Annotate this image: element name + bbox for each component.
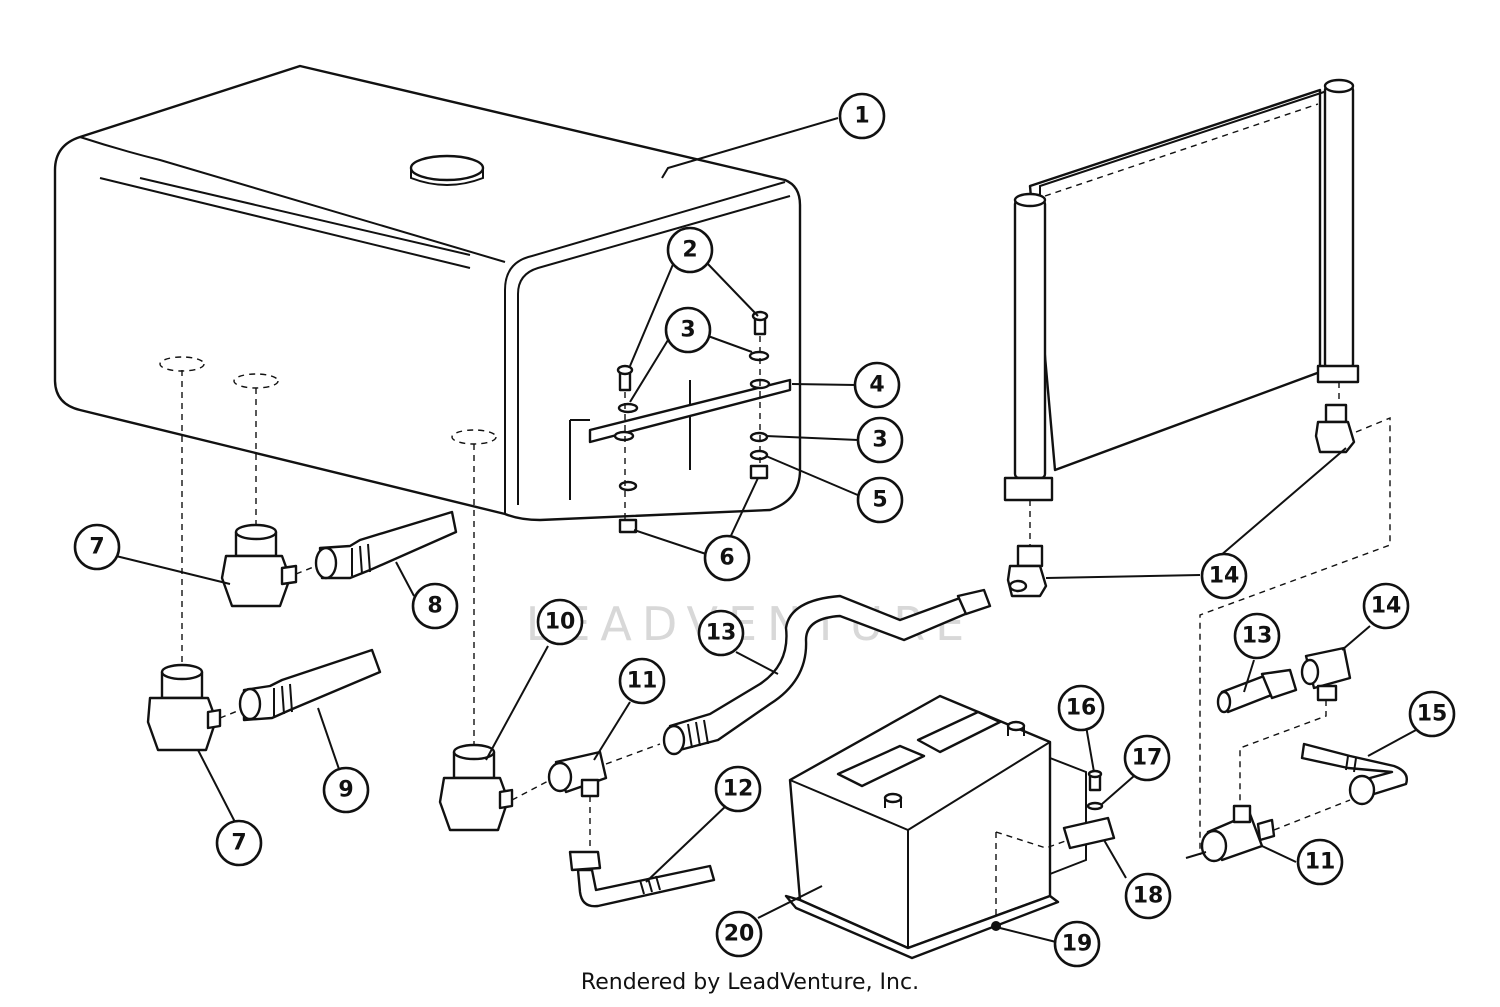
svg-text:1: 1 bbox=[854, 104, 869, 129]
callout-14-upper: 14 bbox=[1200, 552, 1248, 600]
callout-13-right: 13 bbox=[1233, 612, 1281, 660]
callout-20: 20 bbox=[715, 910, 763, 958]
svg-text:9: 9 bbox=[338, 778, 353, 803]
callout-17: 17 bbox=[1123, 734, 1171, 782]
svg-text:12: 12 bbox=[723, 777, 754, 802]
svg-text:3: 3 bbox=[680, 318, 695, 343]
svg-text:2: 2 bbox=[682, 238, 697, 263]
hose-9 bbox=[219, 648, 382, 722]
svg-text:5: 5 bbox=[872, 488, 887, 513]
elbow-fitting-right bbox=[1314, 403, 1356, 454]
elbow-fitting-14-lower bbox=[1239, 646, 1352, 808]
battery bbox=[784, 694, 1097, 960]
elbow-fitting-left bbox=[1006, 544, 1048, 598]
callout-4: 4 bbox=[853, 361, 901, 409]
callout-3-lower: 3 bbox=[856, 416, 904, 464]
callout-16: 16 bbox=[1057, 684, 1105, 732]
callout-18: 18 bbox=[1124, 872, 1172, 920]
fitting-10 bbox=[438, 444, 514, 832]
svg-text:11: 11 bbox=[627, 669, 658, 694]
hose-8 bbox=[295, 510, 458, 580]
callout-1: 1 bbox=[838, 92, 886, 140]
callout-2: 2 bbox=[666, 226, 714, 274]
fitting-7-upper bbox=[220, 388, 298, 608]
svg-text:14: 14 bbox=[1209, 564, 1240, 589]
svg-text:7: 7 bbox=[89, 535, 104, 560]
fuel-tank bbox=[53, 64, 802, 522]
pipe-12 bbox=[568, 850, 716, 908]
radiator bbox=[1003, 78, 1360, 545]
svg-text:11: 11 bbox=[1305, 850, 1336, 875]
hose-13-long bbox=[662, 588, 992, 756]
svg-text:18: 18 bbox=[1133, 884, 1164, 909]
svg-text:16: 16 bbox=[1066, 696, 1097, 721]
callout-7-upper: 7 bbox=[73, 523, 121, 571]
svg-text:14: 14 bbox=[1371, 594, 1402, 619]
callout-19: 19 bbox=[1053, 920, 1101, 968]
callout-8: 8 bbox=[411, 582, 459, 630]
callout-9: 9 bbox=[322, 766, 370, 814]
svg-text:7: 7 bbox=[231, 831, 246, 856]
svg-text:19: 19 bbox=[1062, 932, 1093, 957]
leader-lines bbox=[115, 117, 1417, 943]
callout-14-lower: 14 bbox=[1362, 582, 1410, 630]
fitting-7-lower bbox=[146, 370, 222, 752]
callout-11-right: 11 bbox=[1296, 838, 1344, 886]
callout-7-lower: 7 bbox=[215, 819, 263, 867]
callout-10: 10 bbox=[536, 598, 584, 646]
svg-text:10: 10 bbox=[545, 610, 576, 635]
svg-text:8: 8 bbox=[427, 594, 442, 619]
callout-15: 15 bbox=[1408, 690, 1456, 738]
svg-text:4: 4 bbox=[869, 373, 884, 398]
hose-15 bbox=[1300, 742, 1408, 806]
callout-12: 12 bbox=[714, 765, 762, 813]
svg-text:6: 6 bbox=[719, 546, 734, 571]
svg-text:15: 15 bbox=[1417, 702, 1448, 727]
callout-11-left: 11 bbox=[618, 657, 666, 705]
svg-text:20: 20 bbox=[724, 922, 755, 947]
callout-13-left: 13 bbox=[697, 609, 745, 657]
svg-text:13: 13 bbox=[1242, 624, 1273, 649]
svg-text:3: 3 bbox=[872, 428, 887, 453]
mounting-strap bbox=[588, 310, 792, 534]
svg-text:13: 13 bbox=[706, 621, 737, 646]
footer-credit: Rendered by LeadVenture, Inc. bbox=[580, 970, 920, 995]
callout-5: 5 bbox=[856, 476, 904, 524]
svg-text:17: 17 bbox=[1132, 746, 1163, 771]
hold-down-hardware bbox=[991, 769, 1116, 931]
tee-fitting-11-left bbox=[511, 743, 661, 852]
callout-3-upper: 3 bbox=[664, 306, 712, 354]
hose-13-short bbox=[1216, 668, 1298, 714]
callout-6: 6 bbox=[703, 534, 751, 582]
